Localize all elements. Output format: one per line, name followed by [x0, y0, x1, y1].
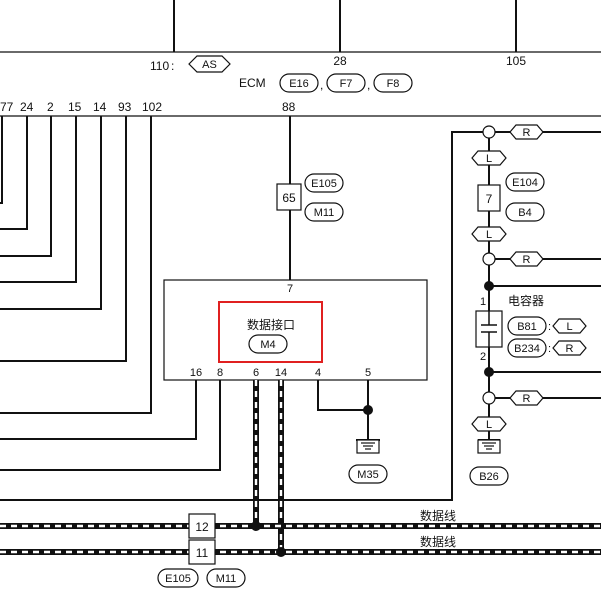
terminal-top — [482, 125, 496, 139]
dlc-pin-6: 6 — [253, 367, 259, 379]
ecm-pin-88: 88 — [282, 100, 296, 114]
terminal-low — [482, 391, 496, 405]
ecm-pin-77: 77 — [0, 100, 14, 114]
svg-text:L: L — [486, 229, 492, 241]
dlc-pin-8: 8 — [217, 367, 223, 379]
connector-e104[interactable]: E104 — [505, 172, 545, 192]
svg-text:12: 12 — [195, 520, 209, 534]
svg-text:E105: E105 — [165, 573, 191, 585]
data-line-label-1: 数据线 — [420, 508, 456, 523]
svg-text:L: L — [566, 321, 572, 333]
left-staircase-wires — [0, 116, 221, 471]
svg-text:L: L — [486, 419, 492, 431]
ecm-pin-24: 24 — [20, 100, 34, 114]
connector-m11-top[interactable]: M11 — [304, 202, 344, 222]
svg-text:E16: E16 — [289, 78, 309, 90]
svg-text:65: 65 — [282, 191, 296, 205]
dlc-pin-16: 16 — [190, 367, 202, 379]
b81-colon: : — [548, 321, 551, 333]
svg-text:E104: E104 — [512, 177, 538, 189]
ecm-pin-15: 15 — [68, 100, 82, 114]
svg-text:M11: M11 — [216, 573, 237, 585]
ecm-pin-110: 110 — [150, 59, 169, 73]
ecm-label: ECM — [239, 76, 266, 90]
svg-text:R: R — [523, 393, 531, 405]
connector-m35[interactable]: M35 — [348, 464, 388, 484]
connector-b234[interactable]: B234 — [507, 338, 547, 358]
ecm-sep-1: , — [320, 78, 323, 92]
svg-text:7: 7 — [486, 192, 493, 206]
wire-code-l-3: L — [471, 416, 507, 432]
connector-e105-bottom[interactable]: E105 — [157, 568, 199, 588]
pass-through-12[interactable]: 12 — [188, 513, 216, 539]
ground-symbol-m35 — [356, 439, 380, 454]
svg-text:M4: M4 — [260, 339, 275, 351]
svg-text:B234: B234 — [514, 343, 540, 355]
ecm-sep-2: , — [367, 78, 370, 92]
ecm-pin-110-colon: : — [171, 59, 174, 73]
pass-through-65[interactable]: 65 — [276, 183, 302, 211]
capacitor-symbol[interactable] — [475, 310, 503, 348]
svg-text:F8: F8 — [387, 78, 400, 90]
svg-text:R: R — [523, 127, 531, 139]
svg-text:R: R — [566, 343, 574, 355]
wire-code-r-3: R — [509, 390, 544, 406]
svg-text:B4: B4 — [518, 207, 531, 219]
wire-code-l-2: L — [471, 226, 507, 242]
connector-as[interactable]: AS — [188, 55, 231, 73]
connector-e105-top[interactable]: E105 — [304, 173, 344, 193]
wire-code-r-1: R — [509, 124, 544, 140]
connector-m4[interactable]: M4 — [248, 334, 288, 354]
ecm-pin-28: 28 — [333, 54, 347, 68]
splice-m35 — [363, 405, 373, 415]
ecm-pin-2: 2 — [47, 100, 54, 114]
data-link-connector-box[interactable] — [163, 279, 428, 381]
data-link-highlight — [218, 301, 323, 363]
dlc-pin-7: 7 — [287, 283, 293, 295]
wire-code-b234: R — [552, 340, 587, 356]
wire-code-l-1: L — [471, 150, 507, 166]
capacitor-label: 电容器 — [508, 293, 544, 308]
dlc-pin-5: 5 — [365, 367, 371, 379]
connector-e16[interactable]: E16 — [279, 73, 319, 93]
svg-text:M35: M35 — [357, 469, 378, 481]
splice-data-line-2 — [276, 547, 286, 557]
svg-text:11: 11 — [196, 546, 209, 560]
wire-code-b81: L — [552, 318, 587, 334]
data-link-name: 数据接口 — [247, 317, 295, 332]
ecm-pin-102: 102 — [142, 100, 162, 114]
data-line-label-2: 数据线 — [420, 534, 456, 549]
pass-through-11[interactable]: 11 — [188, 539, 216, 565]
connector-b26[interactable]: B26 — [469, 466, 509, 486]
ground-symbol-b26 — [477, 439, 501, 454]
wire-right-return — [0, 131, 490, 501]
connector-f8[interactable]: F8 — [373, 73, 413, 93]
connector-f7[interactable]: F7 — [326, 73, 366, 93]
ecm-pin-105: 105 — [506, 54, 526, 68]
terminal-mid — [482, 252, 496, 266]
ecm-pin-14: 14 — [93, 100, 107, 114]
connector-b81[interactable]: B81 — [507, 316, 547, 336]
svg-text:R: R — [523, 254, 531, 266]
capacitor-pin-1: 1 — [480, 296, 486, 308]
svg-text:L: L — [486, 153, 492, 165]
b234-colon: : — [548, 343, 551, 355]
connector-m11-bottom[interactable]: M11 — [206, 568, 246, 588]
splice-data-line-1 — [251, 521, 261, 531]
svg-text:F7: F7 — [340, 78, 353, 90]
svg-text:B81: B81 — [517, 321, 537, 333]
ecm-top-wires — [173, 0, 517, 52]
svg-text:B26: B26 — [479, 471, 499, 483]
ecm-pin-93: 93 — [118, 100, 132, 114]
svg-text:E105: E105 — [311, 178, 337, 190]
wire-code-r-2: R — [509, 251, 544, 267]
svg-text:M11: M11 — [314, 207, 335, 219]
connector-b4[interactable]: B4 — [505, 202, 545, 222]
svg-text:AS: AS — [202, 59, 217, 71]
pass-through-7-e104[interactable]: 7 — [477, 184, 501, 212]
dlc-pin-14: 14 — [275, 367, 287, 379]
capacitor-pin-2: 2 — [480, 351, 486, 363]
dlc-pin-4: 4 — [315, 367, 321, 379]
